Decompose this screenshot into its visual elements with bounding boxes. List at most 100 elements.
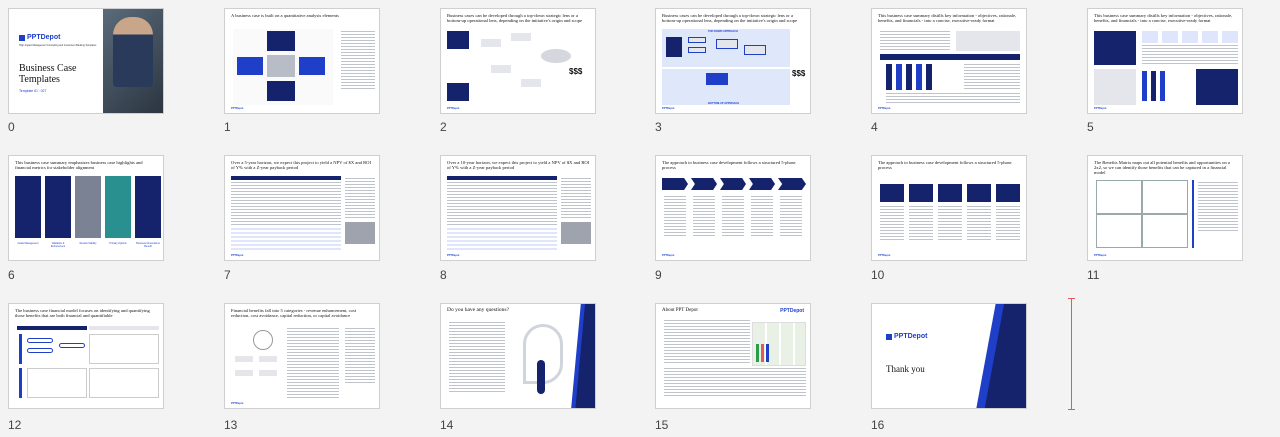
- footer-brand: PPTDepot: [1094, 107, 1107, 110]
- notes-text: [561, 178, 591, 218]
- slide-number-13: 13: [224, 418, 238, 432]
- bottom-up-label: BOTTOM-UP APPROACH: [708, 102, 740, 105]
- slide-thumbnail-8[interactable]: Over a 10-year horizon, we expect this p…: [440, 155, 596, 261]
- footer-brand: PPTDepot: [447, 107, 460, 110]
- footer-brand: PPTDepot: [1094, 254, 1107, 257]
- top-down-label: TOP-DOWN APPROACH: [708, 30, 738, 33]
- notes-text: [341, 31, 375, 91]
- flow-node: [716, 39, 738, 49]
- footer-brand: PPTDepot: [231, 402, 244, 405]
- slide-thumbnail-4[interactable]: This business case summary distills key …: [871, 8, 1027, 114]
- slide-number-16: 16: [871, 418, 885, 432]
- top-down-box: [447, 31, 469, 49]
- callout-box: [561, 222, 591, 244]
- slide-title: This business case summary distills key …: [878, 13, 1017, 24]
- brand-name: PPTDepot: [894, 333, 928, 340]
- slide-thumbnail-6[interactable]: This business case summary emphasizes bu…: [8, 155, 164, 261]
- notes-text: [886, 93, 1020, 105]
- phase-text: [880, 206, 904, 240]
- footer-brand: PPTDepot: [231, 254, 244, 257]
- column-label: Business Financials & Benefit: [136, 242, 160, 248]
- slide-thumbnail-5[interactable]: This business case summary distills key …: [1087, 8, 1243, 114]
- options-column: [105, 176, 131, 238]
- financial-header: [17, 326, 87, 330]
- column-label: Primary Options: [109, 242, 127, 245]
- template-id: Template ID : 027: [19, 89, 47, 93]
- summary-panel: [1094, 31, 1136, 65]
- slide-title: This business case summary emphasizes bu…: [15, 160, 143, 171]
- quadrant-box: [89, 334, 159, 364]
- slide-title: Over a 10-year horizon, we expect this p…: [447, 160, 590, 171]
- icon-row: [1142, 31, 1238, 43]
- slide-thumbnail-16[interactable]: PPTDepot Thank you: [871, 303, 1027, 409]
- flow-node: [491, 65, 511, 73]
- slide-number-7: 7: [224, 268, 231, 282]
- phase-4-chevron: [749, 178, 775, 190]
- slide-title: Thank you: [886, 364, 925, 374]
- brand-name: PPTDepot: [780, 308, 804, 314]
- matrix-quadrant: [1142, 214, 1188, 248]
- slide-thumbnail-2[interactable]: Business cases can be developed through …: [440, 8, 596, 114]
- matrix-quadrant: [1096, 180, 1142, 214]
- info-panel: [1196, 69, 1238, 105]
- footer-brand: PPTDepot: [662, 107, 675, 110]
- slide-thumbnail-14[interactable]: Do you have any questions?: [440, 303, 596, 409]
- slide-number-14: 14: [440, 418, 454, 432]
- slide-number-5: 5: [1087, 120, 1094, 134]
- slide-title: Business cases can be developed through …: [662, 13, 798, 24]
- matrix-highlight: [1192, 180, 1194, 248]
- slide-thumbnail-1[interactable]: A business case is built on a quantitati…: [224, 8, 380, 114]
- table-header: [447, 176, 557, 180]
- flow-node: [481, 39, 501, 47]
- slide-thumbnail-13[interactable]: Financial benefits fall into 5 categorie…: [224, 303, 380, 409]
- table-highlight: [231, 228, 341, 252]
- financial-analysis-box: [237, 57, 263, 75]
- bar-chart: [886, 64, 956, 90]
- slide-number-8: 8: [440, 268, 447, 282]
- column-label: Results Viability: [79, 242, 97, 245]
- phase-1-chevron: [662, 178, 688, 190]
- slide-title: This business case summary distills key …: [1094, 13, 1233, 24]
- slide-title: Do you have any questions?: [447, 307, 510, 313]
- slide-thumbnail-3[interactable]: Business cases can be developed through …: [655, 8, 811, 114]
- slide-thumbnail-12[interactable]: The business case financial model focuse…: [8, 303, 164, 409]
- slide-number-9: 9: [655, 268, 662, 282]
- category-text: [287, 328, 339, 398]
- phase-2-chevron: [691, 178, 717, 190]
- phase-2-card: [909, 184, 933, 202]
- info-panel: [956, 31, 1020, 51]
- chart-preview: [756, 344, 776, 362]
- financial-table: [231, 182, 341, 226]
- slide-thumbnail-15[interactable]: About PPT Depot PPTDepot: [655, 303, 811, 409]
- table-header: [231, 176, 341, 180]
- column-label: Goals Management: [17, 242, 39, 245]
- brand-logo-icon: [886, 334, 892, 340]
- phase-4-card: [967, 184, 991, 202]
- non-financial-header: [89, 326, 159, 330]
- slide-thumbnail-11[interactable]: The Benefits Matrix maps out all potenti…: [1087, 155, 1243, 261]
- phase-text: [996, 206, 1020, 240]
- slide-number-1: 1: [224, 120, 231, 134]
- results-column: [75, 176, 101, 238]
- footer-brand: PPTDepot: [878, 107, 891, 110]
- slide-thumbnail-9[interactable]: The approach to business case developmen…: [655, 155, 811, 261]
- footer-brand: PPTDepot: [447, 254, 460, 257]
- flow-node: [521, 79, 541, 87]
- slide-title: Over a 5-year horizon, we expect this pr…: [231, 160, 371, 171]
- slide-title: The business case financial model focuse…: [15, 308, 150, 319]
- person-illustration: [537, 360, 545, 394]
- footer-brand: PPTDepot: [662, 254, 675, 257]
- flow-arrow: [541, 49, 571, 63]
- footer-brand: PPTDepot: [231, 107, 244, 110]
- slide-thumbnail-10[interactable]: The approach to business case developmen…: [871, 155, 1027, 261]
- notes-text: [345, 328, 375, 384]
- slide-number-15: 15: [655, 418, 669, 432]
- slide-title: The approach to business case developmen…: [878, 160, 1012, 171]
- slide-thumbnail-7[interactable]: Over a 5-year horizon, we expect this pr…: [224, 155, 380, 261]
- phase-5-chevron: [778, 178, 806, 190]
- quadrant-box: [89, 368, 159, 398]
- slide-thumbnail-0[interactable]: PPTDepot High-Impact Management Consulti…: [8, 8, 164, 114]
- phase-3-chevron: [720, 178, 746, 190]
- slide-number-11: 11: [1087, 268, 1100, 282]
- financials-column: [135, 176, 161, 238]
